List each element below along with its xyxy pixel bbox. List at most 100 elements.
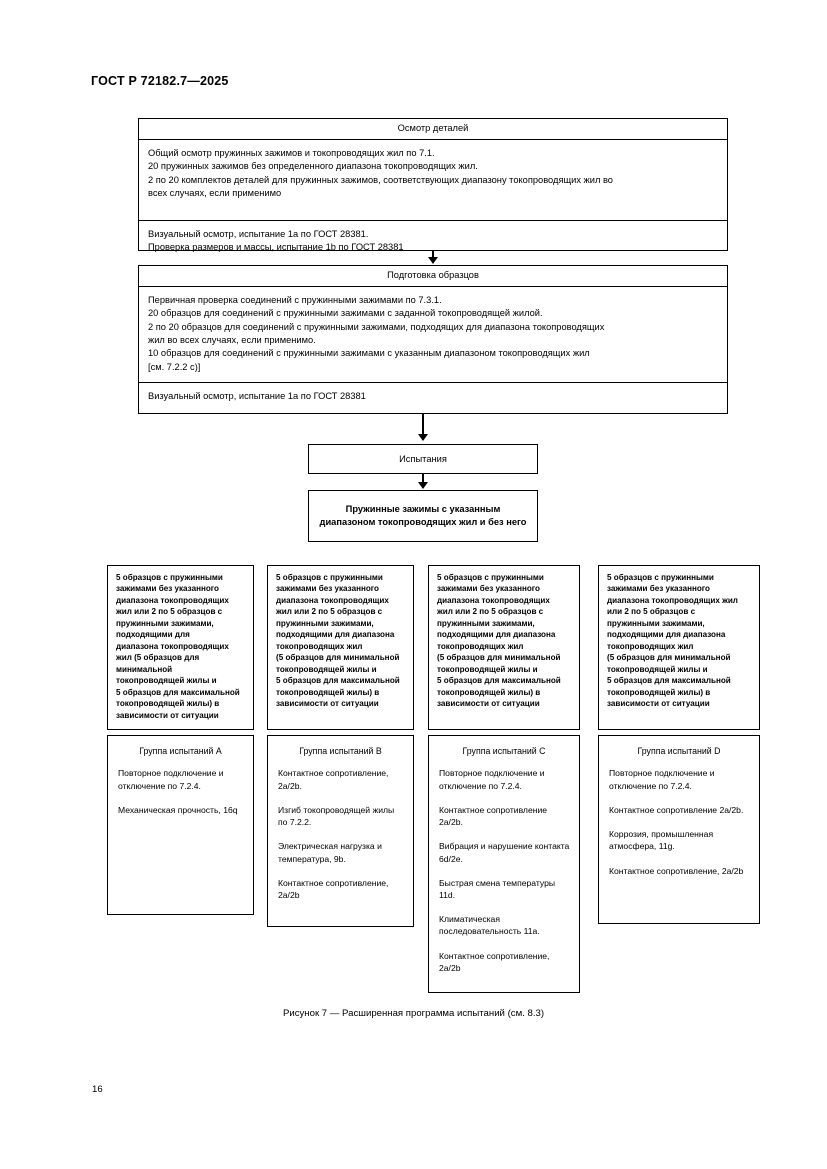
- preparation-line-5: 10 образцов для соединений с пружинными …: [148, 348, 590, 359]
- sample-1-line-8: жил (5 образцов для: [116, 653, 200, 663]
- sample-1-line-11: 5 образцов для максимальной: [116, 687, 240, 697]
- sample-box-1: 5 образцов с пружинными зажимами без ука…: [107, 565, 254, 730]
- preparation-box-body: Первичная проверка соединений с пружинны…: [139, 287, 727, 382]
- sample-4-line-12: зависимости от ситуации: [607, 699, 710, 709]
- test-group-a-title: Группа испытаний A: [139, 746, 222, 756]
- page-number: 16: [92, 1084, 103, 1095]
- sample-2-line-5: пружинными зажимами,: [276, 618, 374, 628]
- sample-3-line-7: токопроводящих жил: [437, 641, 524, 651]
- connector-line-inspection-preparation: [432, 251, 434, 259]
- sample-box-4: 5 образцов с пружинными зажимами без ука…: [598, 565, 760, 730]
- sample-3-line-3: диапазона токопроводящих: [437, 595, 550, 605]
- connector-arrow-tests-clamps: [418, 482, 428, 489]
- sample-4-line-7: токопроводящих жил: [607, 641, 694, 651]
- test-group-d-title: Группа испытаний D: [637, 746, 721, 756]
- sample-1-line-6: подходящими для: [116, 630, 190, 640]
- figure-caption: Рисунок 7 — Расширенная программа испыта…: [282, 1008, 545, 1019]
- sample-3-line-4: жил или 2 по 5 образцов с: [437, 607, 544, 617]
- sample-1-line-9: минимальной: [116, 664, 173, 674]
- preparation-box: Подготовка образцов Первичная проверка с…: [138, 265, 728, 414]
- test-group-b-box: Группа испытаний B Контактное сопротивле…: [267, 735, 414, 927]
- sample-2-line-2: зажимами без указанного: [276, 584, 379, 594]
- test-group-b-item-1: Контактное сопротивление, 2a/2b.: [278, 768, 389, 791]
- sample-1-line-12: токопроводящей жилы) в: [116, 699, 220, 709]
- sample-4-line-6: подходящими для диапазона: [607, 630, 726, 640]
- test-group-c-item-5: Климатическая последовательность 11a.: [439, 914, 540, 937]
- connector-arrow-inspection-preparation: [428, 257, 438, 264]
- sample-3-line-2: зажимами без указанного: [437, 584, 540, 594]
- preparation-box-footer: Визуальный осмотр, испытание 1a по ГОСТ …: [139, 381, 727, 410]
- tests-box-label: Испытания: [399, 454, 447, 464]
- inspection-line-2: 20 пружинных зажимов без определенного д…: [148, 161, 478, 172]
- sample-1-line-1: 5 образцов с пружинными: [116, 573, 223, 582]
- test-group-c-item-4: Быстрая смена температуры 11d.: [439, 877, 556, 900]
- sample-4-line-10: 5 образцов для максимальной: [607, 676, 731, 686]
- inspection-line-4: всех случаях, если применимо: [148, 188, 282, 199]
- inspection-box-title: Осмотр деталей: [139, 119, 727, 140]
- sample-1-line-5: пружинными зажимами,: [116, 618, 214, 628]
- test-group-c-item-2: Контактное сопротивление 2a/2b.: [439, 804, 548, 828]
- sample-1-line-7: диапазона токопроводящих: [116, 641, 229, 651]
- test-group-c-item-3: Вибрация и нарушение контакта 6d/2e.: [439, 841, 570, 864]
- inspection-line-1: Общий осмотр пружинных зажимов и токопро…: [148, 147, 435, 158]
- inspection-box-body: Общий осмотр пружинных зажимов и токопро…: [139, 140, 727, 220]
- sample-1-line-2: зажимами без указанного: [116, 584, 219, 594]
- sample-4-line-4: или 2 по 5 образцов с: [607, 607, 696, 617]
- sample-box-3: 5 образцов с пружинными зажимами без ука…: [428, 565, 580, 730]
- preparation-line-6: [см. 7.2.2 c)]: [148, 361, 201, 372]
- test-group-d-item-2: Контактное сопротивление 2a/2b.: [609, 804, 744, 815]
- preparation-line-1: Первичная проверка соединений с пружинны…: [148, 294, 442, 305]
- test-group-a-items: Повторное подключение и отключение по 7.…: [108, 757, 253, 824]
- test-group-c-items: Повторное подключение и отключение по 7.…: [429, 757, 579, 981]
- sample-4-line-2: зажимами без указанного: [607, 584, 710, 594]
- sample-2-line-10: 5 образцов для максимальной: [276, 676, 400, 686]
- sample-2-line-1: 5 образцов с пружинными: [276, 573, 383, 582]
- preparation-line-2: 20 образцов для соединений с пружинными …: [148, 308, 543, 319]
- sample-3-line-11: токопроводящей жилы) в: [437, 687, 541, 697]
- connector-line-tests-clamps: [422, 474, 424, 484]
- sample-box-2: 5 образцов с пружинными зажимами без ука…: [267, 565, 414, 730]
- sample-2-line-9: токопроводящей жилы и: [276, 664, 377, 674]
- sample-3-line-9: токопроводящей жилы и: [437, 664, 538, 674]
- clamps-scope-label: Пружинные зажимы с указанным диапазоном …: [319, 503, 527, 527]
- test-group-a-item-2: Механическая прочность, 16q: [118, 804, 238, 815]
- inspection-line-3: 2 по 20 комплектов деталей для пружинных…: [148, 174, 613, 185]
- standard-number-header: ГОСТ Р 72182.7—2025: [91, 74, 229, 88]
- test-group-a-item-1: Повторное подключение и отключение по 7.…: [118, 768, 224, 791]
- test-group-b-item-3: Электрическая нагрузка и температура, 9b…: [278, 841, 382, 864]
- sample-2-line-7: токопроводящих жил: [276, 641, 363, 651]
- connector-arrow-preparation-tests: [418, 434, 428, 441]
- sample-1-line-4: жил или 2 по 5 образцов с: [116, 607, 223, 617]
- sample-4-line-5: пружинными зажимами,: [607, 618, 705, 628]
- test-group-d-box: Группа испытаний D Повторное подключение…: [598, 735, 760, 924]
- sample-2-line-12: зависимости от ситуации: [276, 699, 379, 709]
- sample-4-line-8: (5 образцов для минимальной: [607, 653, 731, 663]
- sample-2-line-11: токопроводящей жилы) в: [276, 687, 380, 697]
- sample-4-line-9: токопроводящей жилы и: [607, 664, 708, 674]
- test-group-b-items: Контактное сопротивление, 2a/2b. Изгиб т…: [268, 757, 413, 909]
- test-group-b-item-4: Контактное сопротивление, 2a/2b: [278, 877, 389, 900]
- sample-3-line-8: (5 образцов для минимальной: [437, 653, 561, 663]
- preparation-line-4: жил во всех случаях, если применимо.: [148, 335, 316, 346]
- inspection-footer-1: Визуальный осмотр, испытание 1a по ГОСТ …: [148, 228, 369, 239]
- sample-3-line-5: пружинными зажимами,: [437, 618, 535, 628]
- test-group-d-item-3: Коррозия, промышленная атмосфера, 11g.: [609, 829, 714, 852]
- inspection-footer-2: Проверка размеров и массы, испытание 1b …: [148, 242, 404, 253]
- test-group-d-items: Повторное подключение и отключение по 7.…: [599, 757, 759, 884]
- connector-line-preparation-tests: [422, 414, 424, 436]
- test-group-d-item-1: Повторное подключение и отключение по 7.…: [609, 768, 715, 791]
- test-group-b-title: Группа испытаний B: [299, 746, 382, 756]
- sample-4-line-1: 5 образцов с пружинными: [607, 573, 714, 582]
- preparation-line-3: 2 по 20 образцов для соединений с пружин…: [148, 321, 605, 332]
- sample-2-line-3: диапазона токопроводящих: [276, 595, 389, 605]
- test-group-d-item-4: Контактное сопротивление, 2a/2b: [609, 865, 744, 876]
- test-group-c-box: Группа испытаний C Повторное подключение…: [428, 735, 580, 993]
- sample-4-line-11: токопроводящей жилы) в: [607, 687, 711, 697]
- sample-1-line-10: токопроводящей жилы и: [116, 676, 217, 686]
- test-group-c-title: Группа испытаний C: [462, 746, 546, 756]
- test-group-c-item-1: Повторное подключение и отключение по 7.…: [439, 768, 545, 791]
- clamps-scope-box: Пружинные зажимы с указанным диапазоном …: [308, 490, 538, 542]
- sample-1-line-13: зависимости от ситуации: [116, 710, 219, 720]
- test-group-c-item-6: Контактное сопротивление, 2a/2b: [439, 950, 550, 973]
